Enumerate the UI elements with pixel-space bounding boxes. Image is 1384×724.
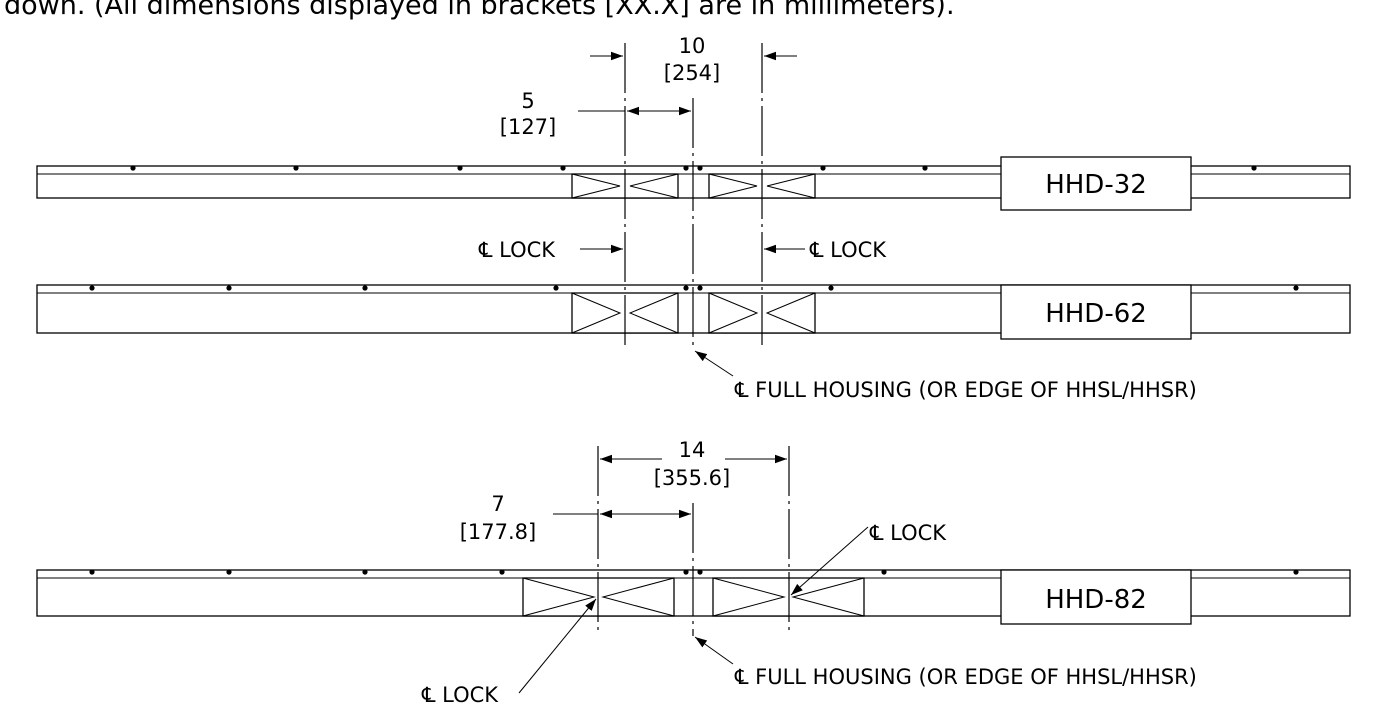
housing-label: ℄ FULL HOUSING (OR EDGE OF HHSL/HHSR)	[734, 378, 1197, 402]
model-label: HHD-32	[1045, 170, 1147, 200]
dimension-value: 5	[521, 89, 534, 113]
bottom-housing-callout: ℄ FULL HOUSING (OR EDGE OF HHSL/HHSR)	[694, 636, 1197, 689]
model-label: HHD-82	[1045, 585, 1147, 615]
top-dimension-half: 5 [127]	[500, 89, 691, 139]
dimension-metric: [254]	[664, 61, 720, 85]
model-box	[1000, 156, 1192, 211]
bottom-lock-callout-upper: ℄ LOCK	[790, 521, 947, 596]
bottom-lock-callout-lower: ℄ LOCK	[421, 598, 597, 707]
dimension-value: 7	[491, 492, 504, 516]
lock-label: ℄ LOCK	[478, 238, 556, 262]
header-text: down. (All dimensions displayed in brack…	[4, 0, 955, 21]
top-centerlines	[624, 43, 763, 350]
rail-hhd-32: HHD-32	[36, 156, 1351, 211]
lock-label: ℄ LOCK	[421, 683, 499, 707]
housing-label: ℄ FULL HOUSING (OR EDGE OF HHSL/HHSR)	[734, 665, 1197, 689]
model-box	[1000, 569, 1192, 625]
dimension-value: 10	[679, 34, 706, 58]
model-box	[1000, 284, 1192, 340]
bottom-centerlines	[597, 446, 790, 636]
top-lock-callout-right: ℄ LOCK	[764, 238, 887, 262]
lock-label: ℄ LOCK	[869, 521, 947, 545]
mounting-holes	[89, 285, 1299, 291]
dimension-metric: [127]	[500, 115, 556, 139]
top-housing-callout: ℄ FULL HOUSING (OR EDGE OF HHSL/HHSR)	[694, 350, 1197, 402]
top-dimension-total: 10 [254]	[590, 34, 797, 85]
top-lock-callout-left: ℄ LOCK	[478, 238, 623, 262]
bottom-dimension-total: 14 [355.6]	[600, 438, 787, 490]
bottom-dimension-half: 7 [177.8]	[460, 492, 691, 544]
dimension-metric: [177.8]	[460, 520, 537, 544]
dimension-value: 14	[679, 438, 706, 462]
mounting-holes	[89, 569, 1299, 575]
mounting-holes	[130, 165, 1257, 171]
model-label: HHD-62	[1045, 299, 1147, 329]
dimension-metric: [355.6]	[654, 466, 731, 490]
lock-label: ℄ LOCK	[809, 238, 887, 262]
